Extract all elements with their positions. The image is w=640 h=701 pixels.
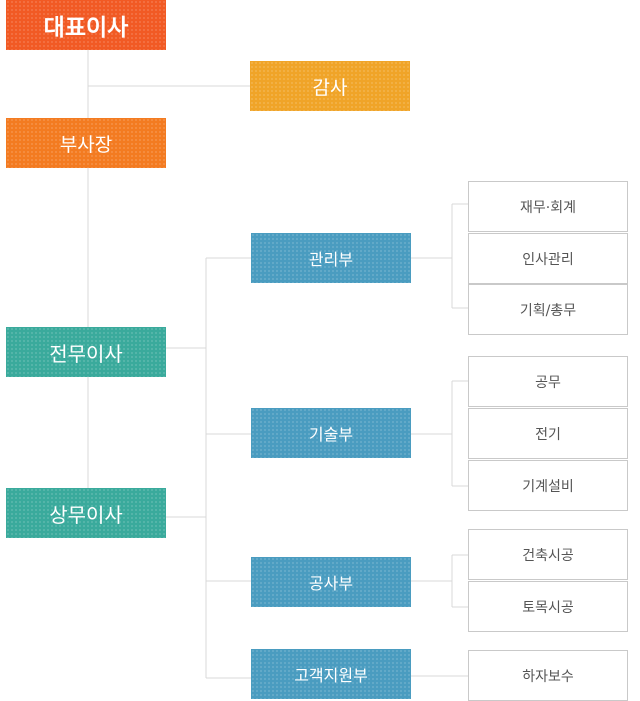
team-label: 기획/총무 [519,302,577,319]
executive-director-box: 상무이사 [6,488,166,538]
ceo-label: 대표이사 [43,15,129,41]
team-box-mechanical: 기계설비 [468,460,628,511]
team-label: 인사관리 [522,251,574,268]
team-label: 재무·회계 [520,199,576,216]
auditor-box: 감사 [250,61,410,111]
executive-director-label: 상무이사 [49,502,123,527]
team-label: 하자보수 [522,668,574,685]
vice-president-label: 부사장 [59,133,113,156]
department-construction-label: 공사부 [308,574,354,593]
department-construction-box: 공사부 [251,557,411,607]
team-label: 기계설비 [522,478,574,495]
department-support-box: 고객지원부 [251,649,411,699]
team-box-building: 건축시공 [468,529,628,580]
department-admin-label: 관리부 [308,250,354,269]
auditor-label: 감사 [312,76,348,99]
team-label: 전기 [535,426,561,443]
department-admin-box: 관리부 [251,233,411,283]
team-label: 공무 [535,374,561,391]
department-tech-box: 기술부 [251,408,411,458]
team-box-public-works: 공무 [468,356,628,407]
department-tech-label: 기술부 [308,425,354,444]
managing-director-box: 전무이사 [6,327,166,377]
department-support-label: 고객지원부 [294,666,368,685]
team-box-civil: 토목시공 [468,581,628,632]
team-box-defect-repair: 하자보수 [468,650,628,701]
team-box-hr: 인사관리 [468,233,628,284]
team-label: 토목시공 [522,599,574,616]
team-box-planning: 기획/총무 [468,284,628,335]
managing-director-label: 전무이사 [49,341,123,366]
team-box-electrical: 전기 [468,408,628,459]
team-label: 건축시공 [522,547,574,564]
ceo-box: 대표이사 [6,0,166,50]
vice-president-box: 부사장 [6,118,166,168]
team-box-finance: 재무·회계 [468,181,628,232]
